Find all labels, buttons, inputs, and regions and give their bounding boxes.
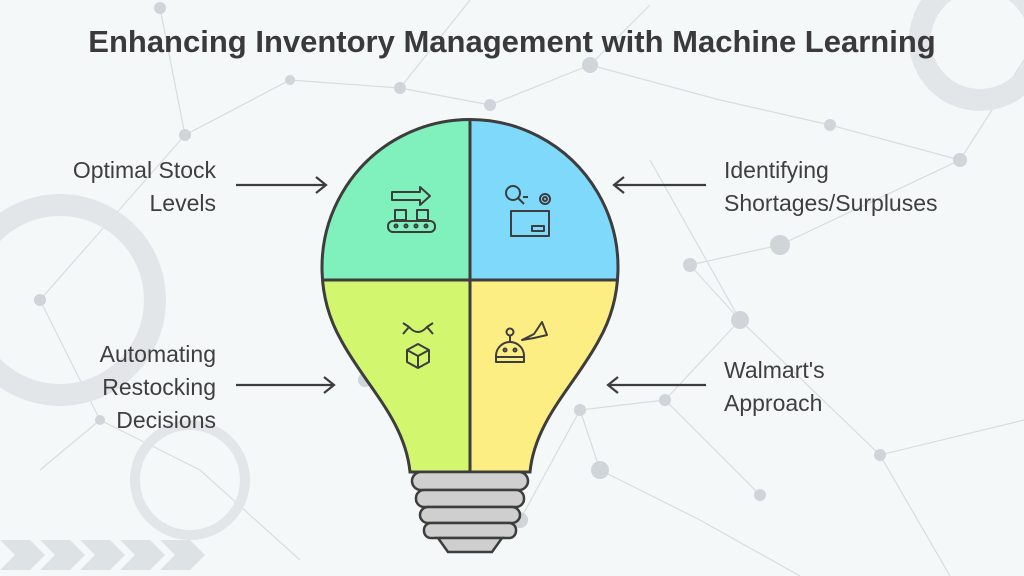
label-line: Restocking xyxy=(102,374,216,400)
conveyor-belt-icon xyxy=(387,186,436,233)
label-line: Shortages/Surpluses xyxy=(724,190,938,216)
quadrant-restocking xyxy=(322,280,470,472)
label-line: Decisions xyxy=(116,407,216,433)
arrows xyxy=(236,176,706,394)
label-line: Approach xyxy=(724,390,823,416)
robot-arm-box-icon xyxy=(402,322,434,369)
robot-megaphone-icon xyxy=(495,321,548,363)
label-automating-restocking: Automating Restocking Decisions xyxy=(100,338,216,437)
label-line: Identifying xyxy=(724,157,829,183)
gear-decoration xyxy=(0,0,1024,540)
arrow-right-icon xyxy=(236,176,328,194)
arrow-right-icon xyxy=(236,376,336,394)
arrow-left-icon xyxy=(606,376,706,394)
label-walmarts-approach: Walmart's Approach xyxy=(724,354,825,420)
page-title: Enhancing Inventory Management with Mach… xyxy=(88,24,936,59)
quadrant-optimal-stock xyxy=(322,119,470,280)
label-line: Automating xyxy=(99,341,216,367)
label-line: Walmart's xyxy=(724,357,825,383)
label-line: Optimal Stock xyxy=(72,157,216,183)
label-line: Levels xyxy=(149,190,216,216)
search-gear-box-icon xyxy=(505,185,551,237)
bulb-base xyxy=(410,470,530,554)
arrow-left-icon xyxy=(612,176,706,194)
label-optimal-stock-levels: Optimal Stock Levels xyxy=(73,154,216,220)
chevron-decoration xyxy=(0,540,205,570)
quadrant-shortages xyxy=(470,119,618,280)
label-identifying-shortages: Identifying Shortages/Surpluses xyxy=(724,154,938,220)
